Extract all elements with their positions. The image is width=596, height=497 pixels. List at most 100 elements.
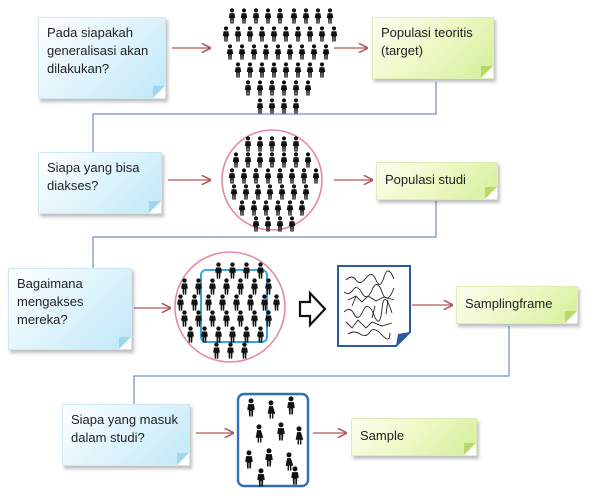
person-icon bbox=[304, 152, 312, 168]
person-icon bbox=[222, 26, 230, 42]
person-icon bbox=[280, 98, 288, 114]
person-icon bbox=[243, 262, 250, 279]
person-icon bbox=[290, 184, 298, 200]
person-icon bbox=[256, 98, 264, 114]
person-icon bbox=[268, 152, 276, 168]
person-icon bbox=[292, 80, 300, 96]
person-icon bbox=[294, 26, 302, 42]
person-icon bbox=[318, 26, 326, 42]
person-icon bbox=[187, 326, 194, 343]
person-icon bbox=[246, 62, 254, 78]
person-icon bbox=[304, 80, 312, 96]
person-icon bbox=[292, 136, 300, 152]
result-text-3: Samplingframe bbox=[465, 296, 553, 311]
person-icon bbox=[288, 216, 296, 232]
sampling-frame-document-icon bbox=[337, 265, 411, 347]
person-icon bbox=[314, 8, 322, 24]
person-icon bbox=[244, 152, 252, 168]
person-icon bbox=[215, 262, 222, 279]
study-population-circle bbox=[221, 129, 323, 231]
person-icon bbox=[300, 168, 308, 184]
person-icon bbox=[244, 136, 252, 152]
person-icon bbox=[237, 278, 244, 295]
person-icon bbox=[242, 184, 250, 200]
person-icon bbox=[234, 62, 242, 78]
row-connectors bbox=[92, 82, 510, 409]
person-icon bbox=[286, 200, 294, 216]
person-icon bbox=[237, 310, 244, 327]
person-icon bbox=[233, 294, 240, 311]
person-icon bbox=[330, 26, 338, 42]
person-icon bbox=[254, 184, 262, 200]
result-text-1: Populasi teoritis (target) bbox=[381, 25, 473, 58]
question-note-2: Siapa yang bisa diakses? bbox=[38, 152, 162, 214]
question-text-1: Pada siapakah generalisasi akan dilakuka… bbox=[47, 25, 149, 76]
person-icon bbox=[223, 310, 230, 327]
person-icon bbox=[228, 168, 236, 184]
person-icon bbox=[264, 168, 272, 184]
person-icon bbox=[228, 8, 236, 24]
person-icon bbox=[230, 184, 238, 200]
person-icon bbox=[241, 342, 248, 359]
crowd-accessible-population-icon bbox=[177, 262, 280, 359]
person-icon bbox=[258, 26, 266, 42]
note-fold-icon bbox=[153, 86, 165, 98]
note-fold-icon bbox=[481, 66, 493, 78]
person-icon bbox=[298, 200, 306, 216]
person-icon bbox=[229, 326, 236, 343]
person-icon bbox=[256, 80, 264, 96]
person-icon bbox=[257, 262, 264, 279]
person-icon bbox=[257, 326, 264, 343]
connector-row3-row4 bbox=[133, 326, 510, 409]
person-icon bbox=[232, 152, 240, 168]
person-icon bbox=[250, 44, 258, 60]
person-icon bbox=[246, 26, 254, 42]
person-icon bbox=[244, 80, 252, 96]
result-note-study-population: Populasi studi bbox=[376, 162, 498, 200]
person-icon bbox=[238, 44, 246, 60]
person-icon bbox=[209, 310, 216, 327]
question-note-1: Pada siapakah generalisasi akan dilakuka… bbox=[38, 17, 166, 99]
person-icon bbox=[280, 136, 288, 152]
result-text-2: Populasi studi bbox=[385, 172, 466, 187]
person-icon bbox=[191, 294, 198, 311]
person-icon bbox=[280, 152, 288, 168]
person-icon bbox=[274, 44, 282, 60]
person-icon bbox=[227, 342, 234, 359]
connector-row1-row2 bbox=[92, 82, 437, 152]
person-icon bbox=[181, 310, 188, 327]
person-icon bbox=[282, 62, 290, 78]
result-note-sampling-frame: Samplingframe bbox=[456, 286, 578, 324]
person-icon bbox=[240, 8, 248, 24]
person-icon bbox=[290, 8, 298, 24]
person-icon bbox=[262, 44, 270, 60]
person-icon bbox=[276, 8, 284, 24]
person-icon bbox=[205, 294, 212, 311]
person-icon bbox=[264, 8, 272, 24]
person-icon bbox=[250, 200, 258, 216]
result-text-4: Sample bbox=[360, 428, 405, 443]
person-icon bbox=[229, 262, 236, 279]
person-icon bbox=[306, 62, 314, 78]
person-icon bbox=[223, 278, 230, 295]
person-icon bbox=[247, 294, 254, 311]
person-icon bbox=[306, 26, 314, 42]
person-icon bbox=[268, 98, 276, 114]
person-icon bbox=[270, 26, 278, 42]
person-icon bbox=[302, 8, 310, 24]
person-icon bbox=[213, 342, 220, 359]
person-icon bbox=[258, 62, 266, 78]
note-fold-icon bbox=[119, 337, 131, 349]
person-icon bbox=[234, 26, 242, 42]
person-icon bbox=[292, 152, 300, 168]
person-icon bbox=[322, 44, 330, 60]
person-icon bbox=[273, 294, 280, 311]
person-icon bbox=[252, 168, 260, 184]
person-icon bbox=[266, 184, 274, 200]
crowd-theoretical-population-icon bbox=[222, 8, 338, 114]
person-icon bbox=[276, 168, 284, 184]
person-icon bbox=[302, 184, 310, 200]
person-icon bbox=[268, 80, 276, 96]
person-icon bbox=[280, 80, 288, 96]
